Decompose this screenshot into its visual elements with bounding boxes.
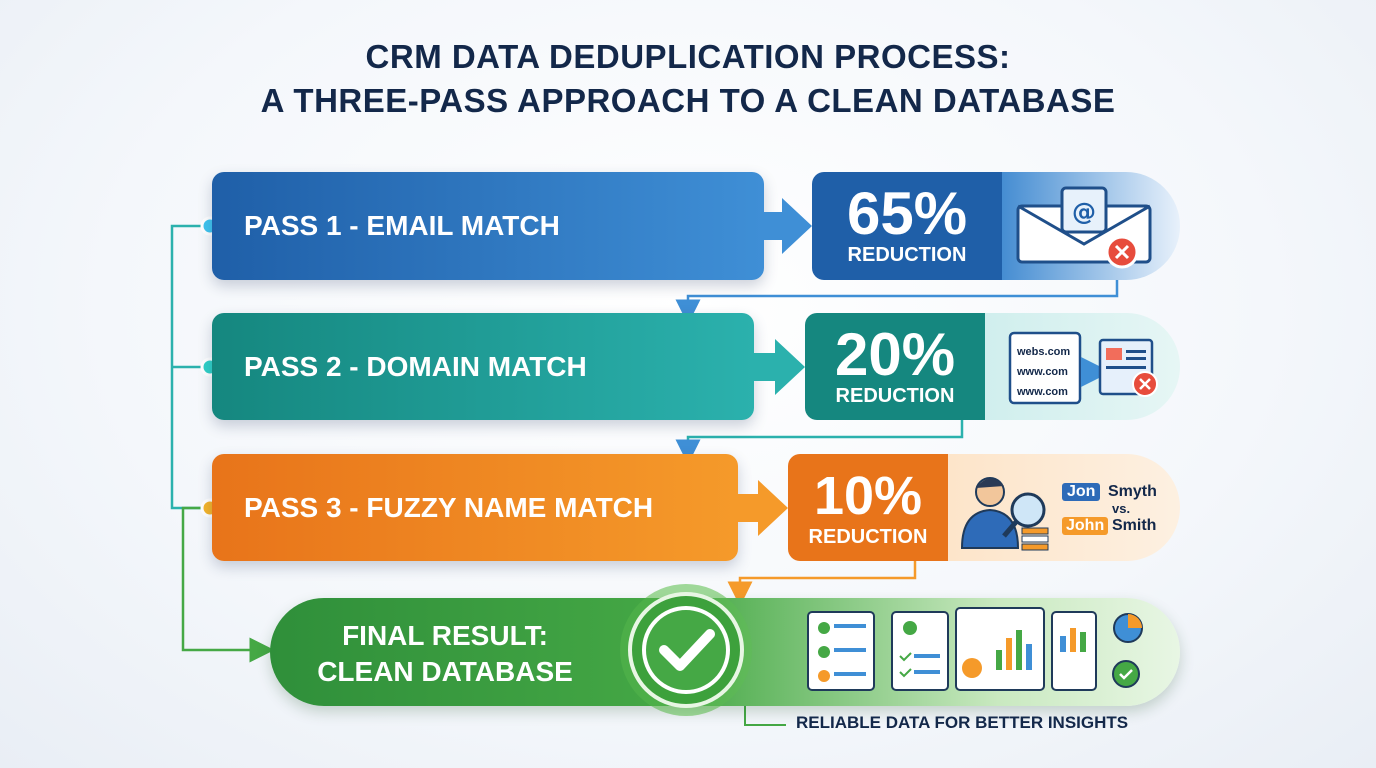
arrow-1 bbox=[764, 198, 812, 254]
person-search-icon bbox=[960, 477, 1049, 551]
svg-text:@: @ bbox=[1072, 198, 1096, 226]
name-b-first: John bbox=[1062, 517, 1109, 535]
pass-1-box: PASS 1 - EMAIL MATCH bbox=[212, 172, 764, 280]
final-tagline: RELIABLE DATA FOR BETTER INSIGHTS bbox=[796, 713, 1129, 732]
pass-1-stat: 65% REDUCTION bbox=[812, 172, 1002, 280]
name-a-first: Jon bbox=[1062, 483, 1101, 501]
pass-2-box: PASS 2 - DOMAIN MATCH bbox=[212, 313, 754, 420]
name-a-last: Smyth bbox=[1108, 483, 1157, 500]
pass-2-label: PASS 2 - DOMAIN MATCH bbox=[244, 350, 587, 382]
url-2: www.com bbox=[1017, 366, 1068, 378]
pass-1-label: PASS 1 - EMAIL MATCH bbox=[244, 210, 560, 241]
final-line-2: CLEAN DATABASE bbox=[317, 656, 573, 687]
pass-2-percent: 20% bbox=[834, 320, 956, 388]
pass-1-reduction: REDUCTION bbox=[847, 244, 967, 266]
pass-3-reduction: REDUCTION bbox=[808, 525, 928, 548]
title-line-1: CRM DATA DEDUPLICATION PROCESS: bbox=[365, 38, 1011, 75]
pass-3-percent: 10% bbox=[813, 465, 923, 526]
pass-3-label: PASS 3 - FUZZY NAME MATCH bbox=[244, 491, 654, 523]
email-icon: @ bbox=[1016, 186, 1152, 269]
pass-2-stat: 20% REDUCTION bbox=[805, 313, 985, 420]
url-3: www.com bbox=[1017, 386, 1068, 398]
arrow-2 bbox=[754, 339, 805, 395]
final-line-1: FINAL RESULT: bbox=[342, 620, 548, 651]
domain-icon bbox=[1008, 331, 1158, 405]
versus-label: vs. bbox=[1112, 501, 1131, 516]
title-line-2: A THREE-PASS APPROACH TO A CLEAN DATABAS… bbox=[260, 82, 1116, 119]
arrow-3 bbox=[738, 480, 788, 536]
pass-3-stat: 10% REDUCTION bbox=[788, 454, 948, 561]
final-result-label: FINAL RESULT: CLEAN DATABASE bbox=[290, 618, 600, 690]
pass-2-reduction: REDUCTION bbox=[835, 384, 955, 407]
pass-1-percent: 65% bbox=[846, 180, 968, 247]
name-b-last: Smith bbox=[1112, 517, 1157, 534]
url-1: webs.com bbox=[1017, 346, 1071, 358]
pass-3-box: PASS 3 - FUZZY NAME MATCH bbox=[212, 454, 738, 561]
